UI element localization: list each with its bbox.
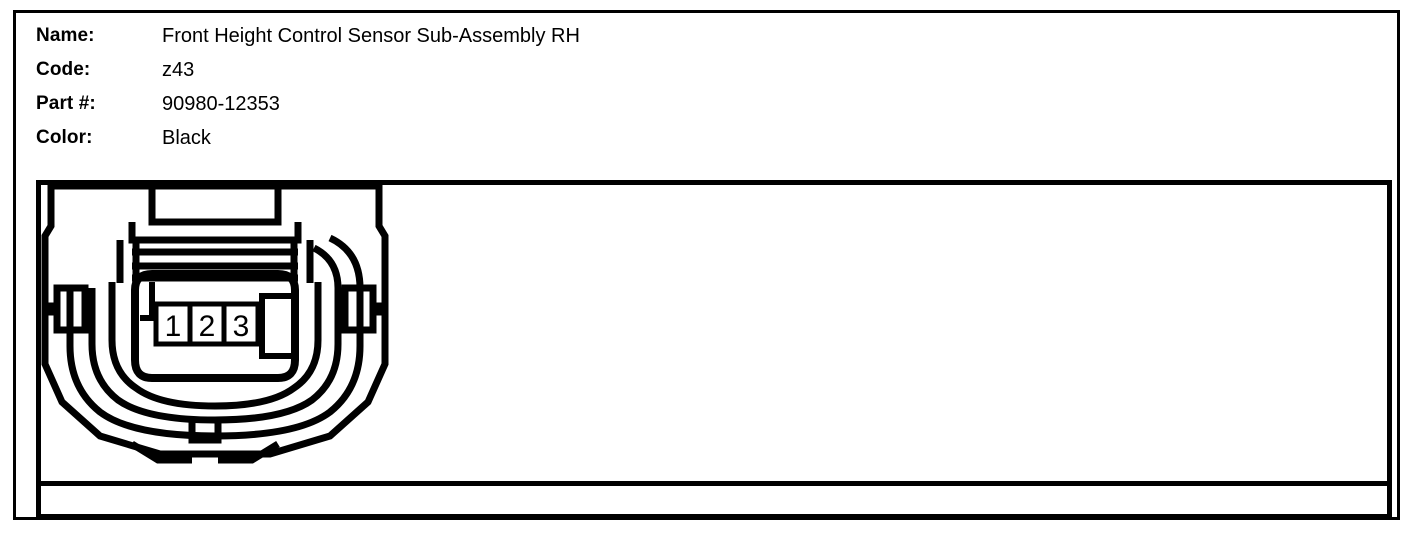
spec-value-code: z43 <box>162 59 195 81</box>
connector-face-svg: 1 2 3 <box>41 182 389 464</box>
housing-ring-1 <box>66 234 364 440</box>
connector-top-latch <box>116 186 314 283</box>
connector-keying-features <box>140 282 292 359</box>
connector-housing-rings <box>66 234 364 440</box>
shell-outline <box>41 182 389 458</box>
spec-label-name: Name: <box>36 25 95 46</box>
housing-ring-2 <box>88 244 342 424</box>
spec-label-part-number: Part #: <box>36 93 96 114</box>
housing-ring-3 <box>108 282 322 410</box>
pin-group: 1 2 3 <box>153 301 261 347</box>
latch-upper-bar <box>148 186 282 226</box>
pin-label-1: 1 <box>165 310 182 343</box>
spec-value-color: Black <box>162 127 211 149</box>
spec-row-part-number: Part #: 90980-12353 <box>36 87 1036 121</box>
spec-row-color: Color: Black <box>36 121 1036 155</box>
key-slot-right <box>259 293 292 359</box>
connector-outer-shell <box>41 182 389 458</box>
spec-row-name: Name: Front Height Control Sensor Sub-As… <box>36 19 1036 53</box>
latch-mid-bar <box>128 222 302 244</box>
bottom-tab-left <box>130 441 192 464</box>
pin-label-3: 3 <box>233 310 250 343</box>
connector-diagram-panel <box>36 180 1392 519</box>
cavity-outline <box>131 270 299 382</box>
spec-label-color: Color: <box>36 127 93 148</box>
diagram-bottom-divider <box>36 481 1392 486</box>
pin-box-3 <box>221 301 261 347</box>
spec-value-name: Front Height Control Sensor Sub-Assembly… <box>162 25 580 47</box>
connector-cavity <box>131 270 299 382</box>
spec-label-code: Code: <box>36 59 91 80</box>
spec-row-code: Code: z43 <box>36 53 1036 87</box>
connector-bottom-features <box>130 420 280 464</box>
pin-label-2: 2 <box>199 310 216 343</box>
specification-list: Name: Front Height Control Sensor Sub-As… <box>36 19 1036 155</box>
key-notch-left <box>140 282 155 321</box>
bottom-tab-right <box>218 441 280 464</box>
connector-illustration: 1 2 3 <box>40 178 410 473</box>
spec-value-part-number: 90980-12353 <box>162 93 280 115</box>
bottom-center-notch <box>188 420 222 444</box>
